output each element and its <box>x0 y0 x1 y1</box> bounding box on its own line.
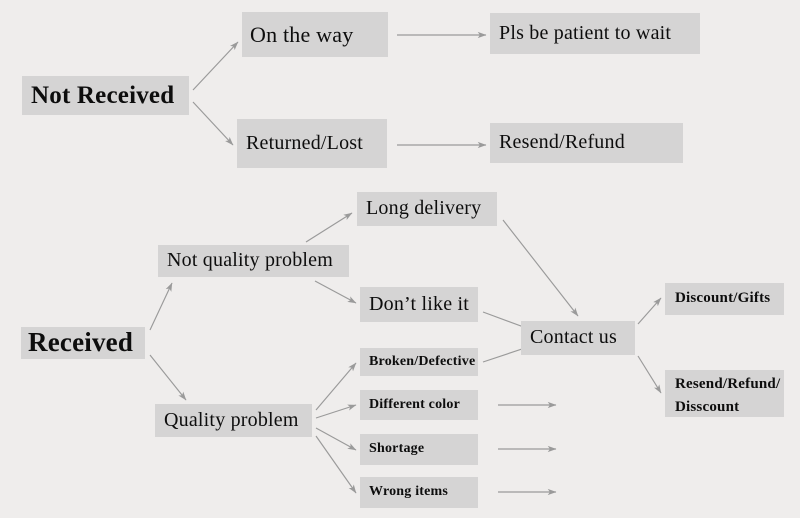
node-not-quality-problem[interactable]: Not quality problem <box>158 245 349 277</box>
edge-not-quality-problem-to-dont-like-it <box>314 280 357 304</box>
edge-long-delivery-to-contact-us <box>502 219 579 317</box>
node-wrong-items[interactable]: Wrong items <box>360 477 478 508</box>
edge-quality-problem-to-shortage <box>315 427 357 451</box>
node-pls-be-patient-to-wait[interactable]: Pls be patient to wait <box>490 13 700 54</box>
node-on-the-way[interactable]: On the way <box>242 12 388 57</box>
node-different-color[interactable]: Different color <box>360 390 478 420</box>
node-not-received[interactable]: Not Received <box>22 76 189 115</box>
node-received[interactable]: Received <box>21 327 145 359</box>
edge-not-quality-problem-to-long-delivery <box>305 212 353 243</box>
node-resend-refund[interactable]: Resend/Refund <box>490 123 683 163</box>
edge-quality-problem-to-different-color <box>315 404 357 419</box>
node-broken-defective[interactable]: Broken/Defective <box>360 348 478 376</box>
edge-contact-us-to-resend-refund-disscount <box>637 355 662 394</box>
edge-quality-problem-to-wrong-items <box>315 435 357 494</box>
edge-quality-problem-to-broken-defective <box>315 362 357 411</box>
edge-not-received-to-returned-lost <box>192 101 234 146</box>
node-long-delivery[interactable]: Long delivery <box>357 192 497 226</box>
edge-contact-us-to-discount-gifts <box>637 297 662 325</box>
edge-received-to-quality-problem <box>149 354 187 401</box>
edge-received-to-not-quality-problem <box>149 282 173 331</box>
node-discount-gifts[interactable]: Discount/Gifts <box>665 283 784 315</box>
node-dont-like-it[interactable]: Don’t like it <box>360 287 478 322</box>
node-shortage[interactable]: Shortage <box>360 434 478 465</box>
node-quality-problem[interactable]: Quality problem <box>155 404 312 437</box>
node-returned-lost[interactable]: Returned/Lost <box>237 119 387 168</box>
node-resend-refund-disscount[interactable]: Resend/Refund/ Disscount <box>665 370 784 417</box>
edge-not-received-to-on-the-way <box>192 41 239 91</box>
node-contact-us[interactable]: Contact us <box>521 321 635 355</box>
